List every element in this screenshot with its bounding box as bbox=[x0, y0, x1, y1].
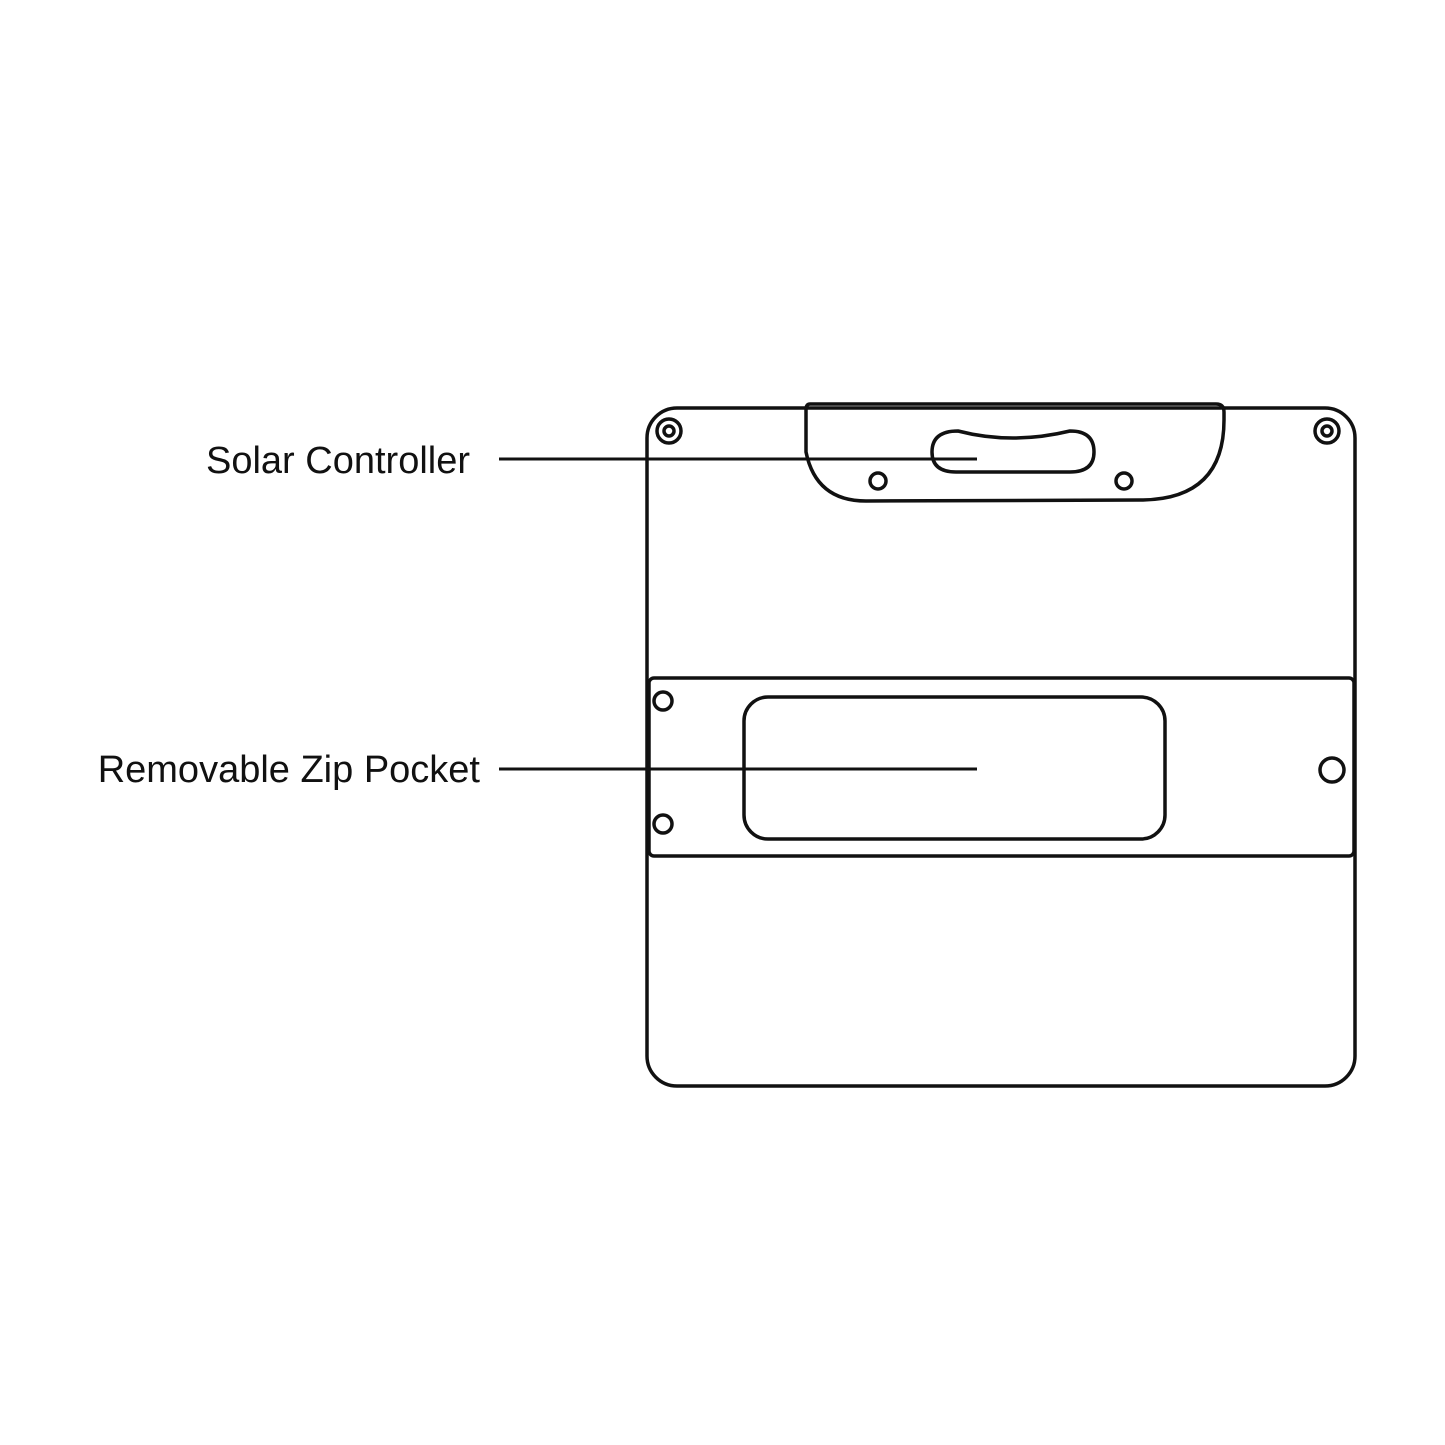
pocket-rivet-top-left bbox=[652, 690, 674, 712]
pocket-rivet-right bbox=[1318, 756, 1346, 784]
top-right-grommet bbox=[1313, 417, 1341, 445]
top-left-grommet bbox=[655, 417, 683, 445]
solar-controller-housing bbox=[804, 402, 1226, 503]
pocket-rivet-bottom-left bbox=[652, 813, 674, 835]
controller-screw-right bbox=[1114, 471, 1134, 491]
panel-body bbox=[645, 406, 1357, 1088]
zip-pocket-label: Removable Zip Pocket bbox=[98, 749, 481, 791]
zip-pocket-band bbox=[647, 676, 1356, 858]
controller-screw-left bbox=[868, 471, 888, 491]
solar-controller-window bbox=[930, 429, 1096, 474]
solar-controller-label: Solar Controller bbox=[206, 440, 470, 482]
